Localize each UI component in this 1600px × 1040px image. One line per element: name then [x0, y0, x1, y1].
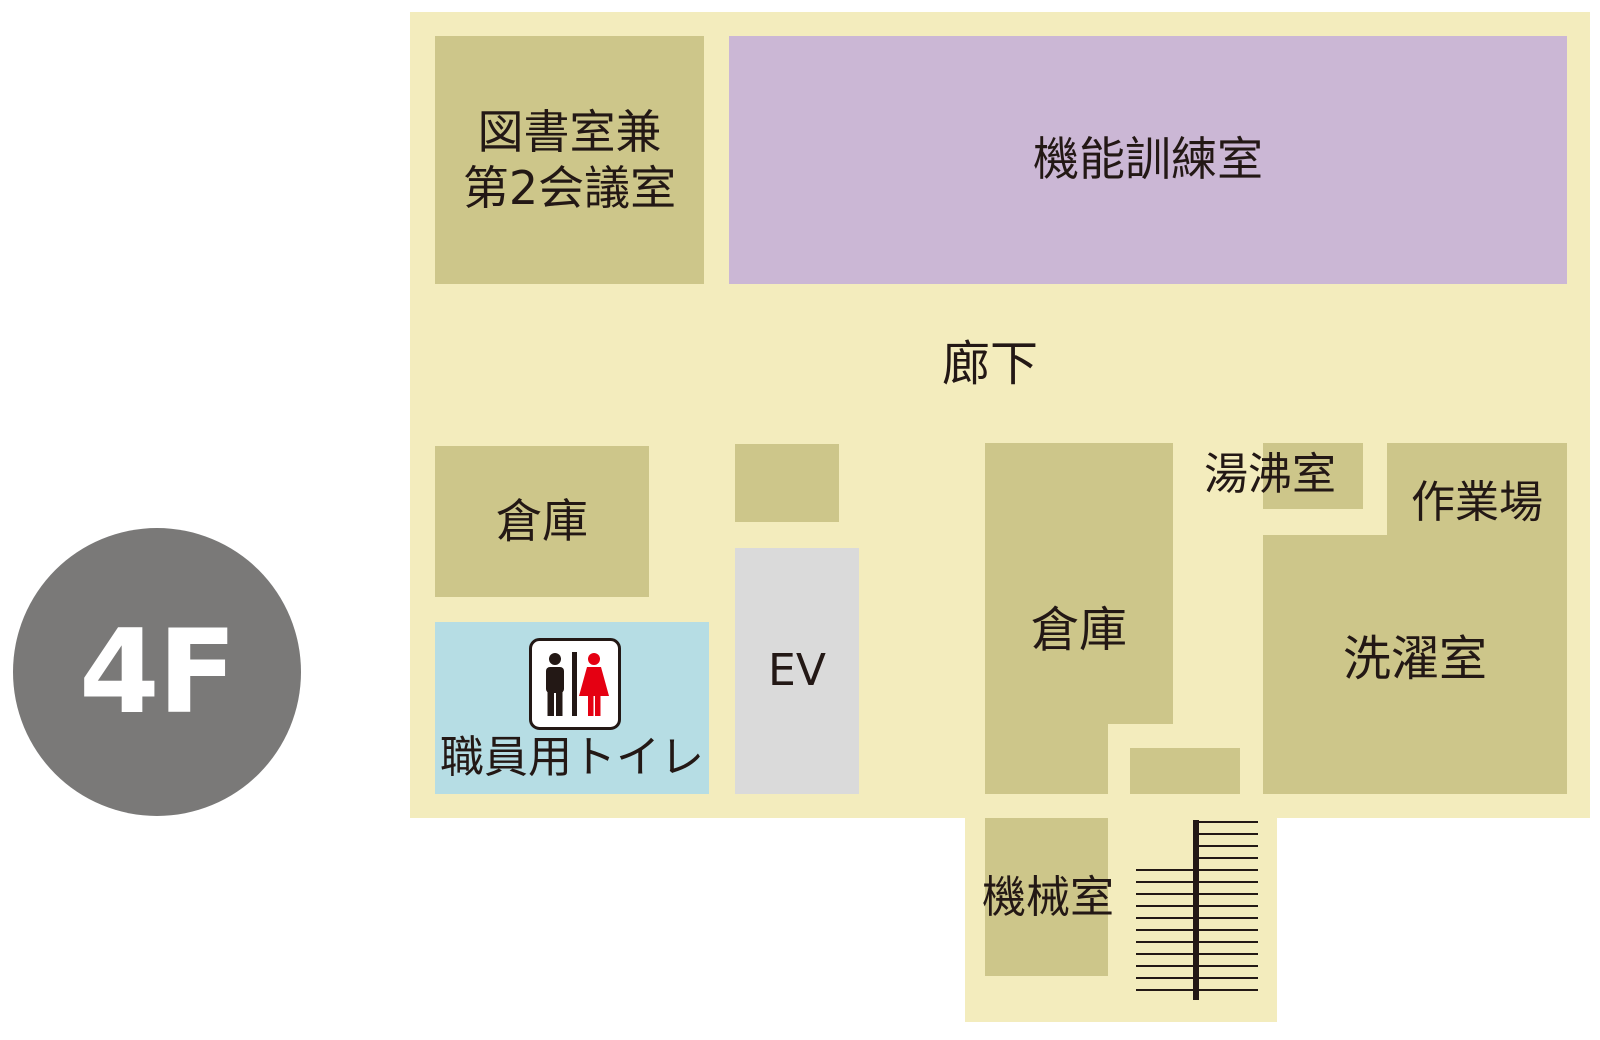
room-machine[interactable] [985, 818, 1108, 976]
room-elevator[interactable]: EV [735, 548, 859, 794]
room-elevator-label: EV [768, 644, 826, 696]
room-library-label-1: 図書室兼 [477, 105, 662, 159]
floor-label: 4F [79, 604, 237, 740]
room-workshop-label: 作業場 [1411, 476, 1543, 528]
room-storage-center-lower [985, 720, 1108, 794]
room-laundry[interactable]: 洗濯室 [1263, 535, 1567, 794]
room-laundry-label: 洗濯室 [1342, 630, 1487, 687]
room-kettle-label: 湯沸室 [1204, 449, 1336, 500]
room-storage-left[interactable]: 倉庫 [435, 446, 649, 597]
room-staff-toilet-label: 職員用トイレ [440, 732, 704, 783]
corridor-label: 廊下 [941, 336, 1038, 392]
room-small-box [735, 444, 839, 522]
room-kettle[interactable] [1263, 443, 1363, 509]
floor-badge: 4F [13, 528, 301, 816]
room-staff-toilet[interactable]: 職員用トイレ [435, 622, 709, 794]
room-storage-center-label: 倉庫 [1030, 602, 1127, 658]
room-machine-label: 機械室 [982, 872, 1114, 923]
room-small-box-lower [1130, 748, 1240, 794]
room-library-label-2: 第2会議室 [462, 161, 677, 215]
room-storage-left-label: 倉庫 [496, 493, 588, 548]
room-library[interactable]: 図書室兼 第2会議室 [435, 36, 704, 284]
stairs-icon [1136, 820, 1258, 1000]
room-storage-center[interactable] [985, 443, 1173, 724]
room-functional-training[interactable]: 機能訓練室 [729, 36, 1567, 284]
restroom-icon [529, 638, 621, 730]
room-functional-training-label: 機能訓練室 [1033, 132, 1263, 187]
